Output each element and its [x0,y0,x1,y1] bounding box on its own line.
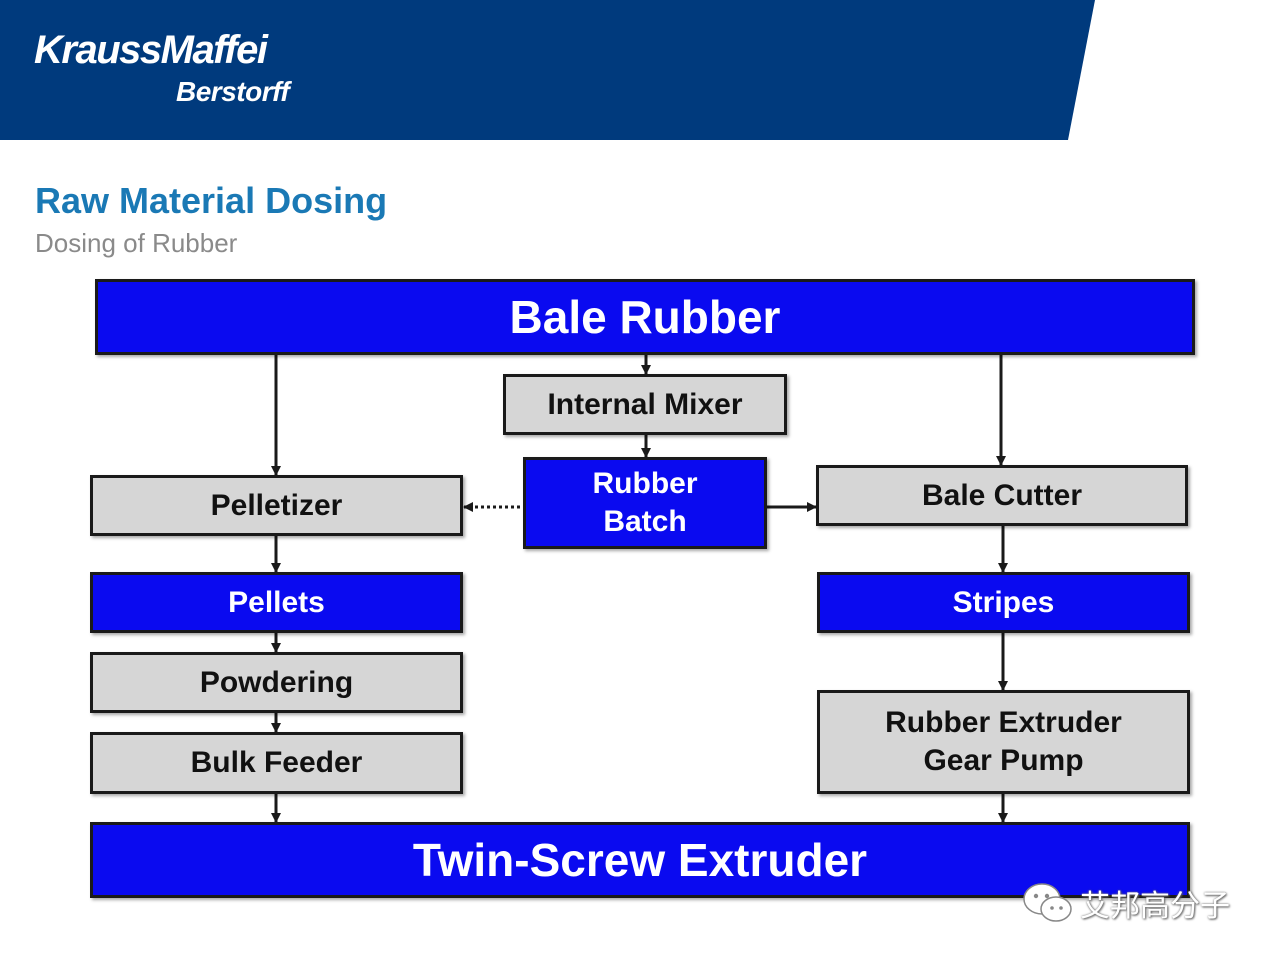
brand-logo: KraussMaffei [34,28,268,72]
wechat-icon [1023,883,1072,922]
node-label: Bale Rubber [509,291,781,343]
node-pelletizer: Pelletizer [90,475,463,536]
node-rubber-batch: Rubber Batch [523,457,767,549]
node-label: Internal Mixer [547,387,743,421]
slide-title: Raw Material Dosing [35,180,388,221]
node-twin-screw-extruder: Twin-Screw Extruder [90,822,1190,898]
node-bale-cutter: Bale Cutter [816,465,1188,526]
brand-logo-subtitle: Berstorff [176,76,290,107]
node-label: Stripes [952,585,1055,619]
node-label: Rubber Batch [592,467,698,538]
watermark: 艾邦高分子 [1020,880,1230,926]
slide-subtitle: Dosing of Rubber [35,228,238,258]
node-bale-rubber: Bale Rubber [95,279,1195,355]
node-label: Pellets [228,585,325,619]
node-internal-mixer: Internal Mixer [503,374,787,435]
node-rubber-extruder-gear-pump: Rubber Extruder Gear Pump [817,690,1190,794]
node-pellets: Pellets [90,572,463,633]
node-label: Pelletizer [210,488,343,522]
node-bulk-feeder: Bulk Feeder [90,732,463,794]
node-stripes: Stripes [817,572,1190,633]
header-band [0,0,1095,140]
node-label: Rubber Extruder Gear Pump [885,706,1122,777]
watermark-text: 艾邦高分子 [1080,890,1230,923]
node-powdering: Powdering [90,652,463,713]
node-label: Twin-Screw Extruder [412,834,868,886]
node-label: Bulk Feeder [190,746,363,779]
node-label: Powdering [199,665,354,699]
node-label: Bale Cutter [921,478,1083,512]
